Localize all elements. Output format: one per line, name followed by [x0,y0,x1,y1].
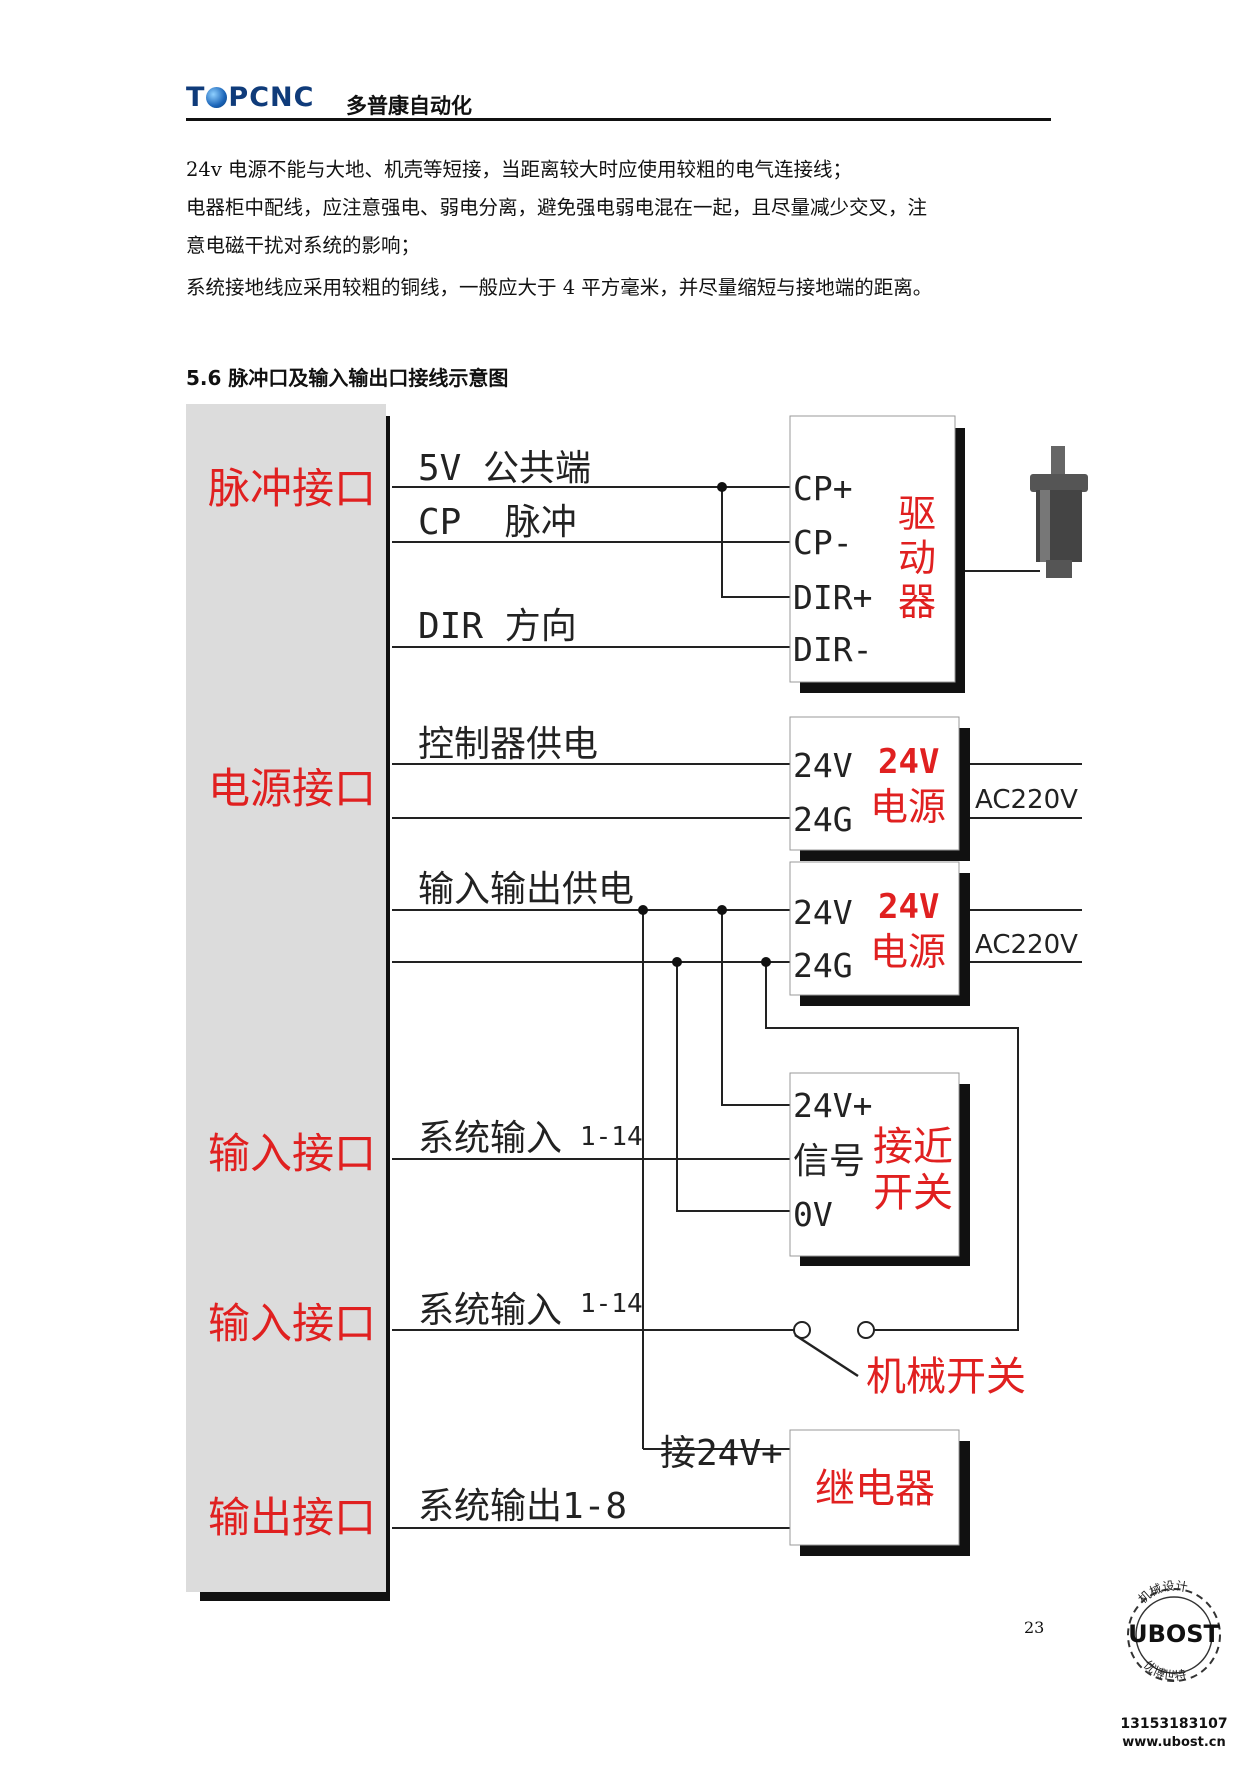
wire-prox-0v [676,962,790,1212]
proximity-name-bottom: 开关 [873,1170,953,1216]
relay-box [789,1429,960,1546]
watermark-ring-top: 机械设计 [1136,1579,1189,1607]
label-sys-input-1-range: 1-14 [580,1122,643,1152]
motor-icon [1030,446,1088,578]
power2-pin-24g: 24G [793,946,853,985]
mechanical-switch-label: 机械开关 [866,1354,1026,1400]
power1-ac-label: AC220V [975,785,1078,815]
watermark-phone: 13153183107 [1120,1716,1227,1732]
driver-name-char-3: 器 [898,580,936,624]
watermark-url: www.ubost.cn [1122,1735,1225,1750]
label-sys-input-2-range: 1-14 [580,1289,643,1319]
power2-box [789,861,960,996]
driver-pin-dir-plus: DIR+ [793,578,872,617]
wire-dir-plus [721,487,790,598]
power2-pin-24v: 24V [793,893,853,932]
driver-pin-dir-minus: DIR- [793,630,872,669]
section-title: 5.6 脉冲口及输入输出口接线示意图 [186,366,509,390]
gear-icon [1127,1588,1221,1682]
company-name: 多普康自动化 [346,94,472,118]
label-io-power: 输入输出供电 [418,869,634,910]
label-sys-input-1: 系统输入 [418,1118,562,1159]
junction-dot [717,905,727,915]
power1-box [789,716,960,851]
power1-title-24v: 24V [878,742,939,782]
power2-ac-label: AC220V [975,930,1078,960]
wire-mech-return [765,962,1019,1331]
power1-title: 电源 [870,785,946,829]
body-line-2: 电器柜中配线，应注意强电、弱电分离，避免强电弱电混在一起，且尽量减少交叉，注 [186,196,928,219]
proximity-pin-signal: 信号 [793,1141,865,1182]
label-cp-pulse: CP 脉冲 [418,502,577,543]
header-divider [186,118,1051,121]
driver-name-char-2: 动 [898,536,936,580]
body-line-3: 意电磁干扰对系统的影响； [186,234,421,257]
label-sys-input-2: 系统输入 [418,1290,562,1331]
driver-pin-cp-plus: CP+ [793,469,853,508]
relay-label: 继电器 [815,1466,935,1512]
body-line-4: 系统接地线应采用较粗的铜线，一般应大于 4 平方毫米，并尽量缩短与接地端的距离。 [186,276,933,299]
label-pulse-interface: 脉冲接口 [208,464,376,513]
driver-box [789,415,956,683]
page-number: 23 [1024,1618,1045,1637]
label-output-interface: 输出接口 [208,1493,376,1542]
ubost-watermark: 机械设计 优博世特 UBOST 13153183107 www.ubost.cn [1120,1579,1227,1750]
label-relay-24v: 接24V+ [660,1433,783,1474]
junction-dot [761,957,771,967]
label-dir: DIR 方向 [418,606,577,647]
proximity-box [789,1072,960,1257]
label-power-interface: 电源接口 [208,764,376,813]
junction-dot [672,957,682,967]
mechanical-switch-icon [793,1321,875,1378]
label-sys-output: 系统输出1-8 [418,1486,627,1527]
junction-dot [638,905,648,915]
driver-pin-cp-minus: CP- [793,523,853,562]
body-line-1: 24v 电源不能与大地、机壳等短接，当距离较大时应使用较粗的电气连接线； [186,158,853,181]
label-ctrl-power: 控制器供电 [418,724,598,765]
label-input-interface-2: 输入接口 [208,1299,376,1348]
power1-pin-24g: 24G [793,800,853,839]
label-5v-common: 5V 公共端 [418,448,591,489]
proximity-pin-24v: 24V+ [793,1086,872,1125]
proximity-name-top: 接近 [873,1124,953,1170]
logo-text-rest: PCNC [228,82,315,113]
driver-name-char-1: 驱 [898,492,936,536]
globe-icon [206,87,228,108]
power1-pin-24v: 24V [793,746,853,785]
power2-title-24v: 24V [878,887,939,927]
watermark-brand: UBOST [1128,1620,1220,1648]
wire-prox-24v [721,910,790,1106]
power2-title: 电源 [870,930,946,974]
junction-dot [717,482,727,492]
label-input-interface-1: 输入接口 [208,1129,376,1178]
interface-panel [186,404,386,1592]
proximity-pin-0v: 0V [793,1195,833,1234]
watermark-ring-bottom: 优博世特 [1141,1658,1187,1684]
